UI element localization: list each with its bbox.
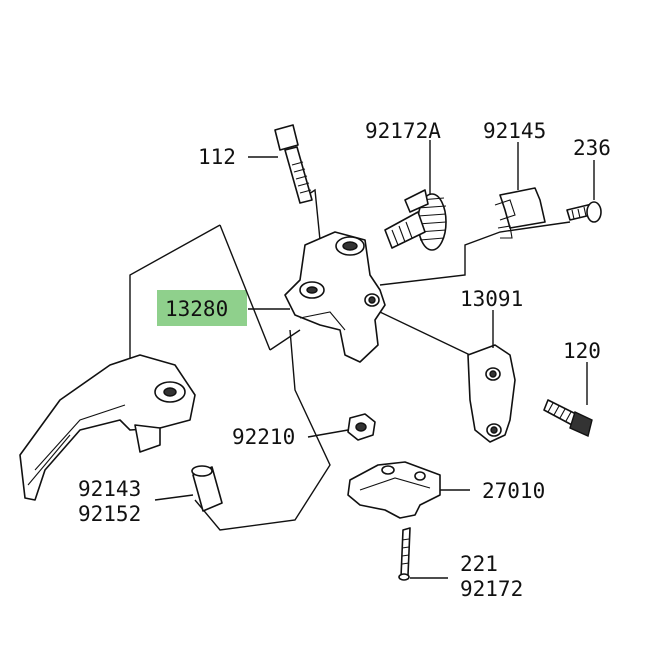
highlight-13280 <box>157 290 247 326</box>
label-221: 221 <box>460 552 498 576</box>
bolt-120-part <box>543 399 593 437</box>
label-13280: 13280 <box>165 297 228 321</box>
holder-13280-part <box>284 231 386 363</box>
bolt-112-part <box>274 124 313 204</box>
switch-27010-part <box>347 461 441 519</box>
screw-236-part <box>566 201 602 223</box>
label-236: 236 <box>573 136 611 160</box>
part-labels: 112 92172A 92145 236 13280 13091 120 922… <box>78 119 611 601</box>
label-92172A: 92172A <box>365 119 441 143</box>
adjuster-92172A-part <box>384 189 447 251</box>
label-13091: 13091 <box>460 287 523 311</box>
collar-part <box>191 465 223 512</box>
leader-lines <box>154 140 595 579</box>
label-112: 112 <box>198 145 236 169</box>
label-27010: 27010 <box>482 479 545 503</box>
screw-221-part <box>398 527 411 581</box>
lever-part <box>19 354 196 501</box>
clip-92145-part <box>494 187 546 239</box>
label-120: 120 <box>563 339 601 363</box>
label-92145: 92145 <box>483 119 546 143</box>
clamp-13091-part <box>467 344 516 443</box>
label-92172: 92172 <box>460 577 523 601</box>
label-92210: 92210 <box>232 425 295 449</box>
nut-92210-part <box>347 413 376 441</box>
label-92143: 92143 <box>78 477 141 501</box>
assembly-bracket-lines <box>129 188 571 531</box>
label-92152: 92152 <box>78 502 141 526</box>
